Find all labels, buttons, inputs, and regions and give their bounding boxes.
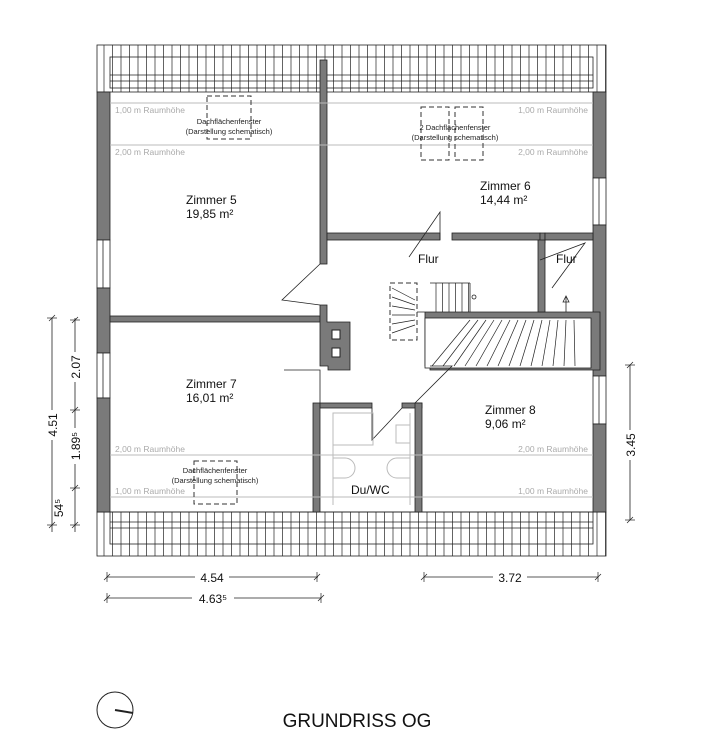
roof-hatching (96, 44, 607, 557)
stair-tread (391, 305, 416, 311)
room-name: Du/WC (351, 483, 390, 497)
room-area: 19,85 m² (186, 207, 233, 221)
dimension-tick (48, 314, 56, 322)
dimension-tick (71, 316, 79, 324)
room-name: Zimmer 5 (186, 193, 237, 207)
room-name: Flur (556, 252, 577, 266)
stair-tread (486, 319, 511, 367)
dimension-tick (626, 516, 634, 524)
room-name: Zimmer 6 (480, 179, 531, 193)
dimension-bottom-left: 4.54 (200, 571, 224, 585)
height-label: 2,00 m Raumhöhe (115, 147, 185, 157)
door-swings (281, 210, 587, 442)
stair-tread (475, 319, 503, 367)
room-area: 16,01 m² (186, 391, 233, 405)
height-label: 2,00 m Raumhöhe (115, 444, 185, 454)
skylight-label: Dachflächenfenster (183, 466, 248, 475)
stair-tread (519, 319, 535, 367)
skylight-label: Dachflächenfenster (197, 117, 262, 126)
height-lines (110, 102, 593, 498)
dimension-tick (313, 573, 321, 581)
height-label: 1,00 m Raumhöhe (518, 105, 588, 115)
dimension-left-total: 4.51 (46, 413, 60, 437)
stair-tread (391, 319, 416, 325)
compass-icon (96, 691, 134, 729)
plan-title: GRUNDRISS OG (283, 711, 432, 732)
room-area: 14,44 m² (480, 193, 527, 207)
staircase (389, 282, 576, 367)
skylight-note: (Darstellung schematisch) (172, 476, 259, 485)
dimension-left-a: 2.07 (69, 355, 83, 379)
dimension-tick (317, 594, 325, 602)
skylight-label: 2 Dachflächenfenster (420, 123, 491, 132)
stair-tread (464, 319, 495, 367)
stair-tread (552, 319, 559, 367)
dimension-left-b: 1.89⁵ (69, 432, 83, 460)
dimension-tick (71, 484, 79, 492)
skylight-note: (Darstellung schematisch) (412, 133, 499, 142)
dimension-tick (48, 521, 56, 529)
dimension-tick (71, 406, 79, 414)
dimension-tick (103, 573, 111, 581)
dimension-tick (594, 573, 602, 581)
skylight (193, 460, 238, 505)
dimension-tick (420, 573, 428, 581)
dimension-bottom-left-2: 4.63⁵ (199, 592, 227, 606)
stair-tread (530, 319, 543, 367)
dimension-tick (626, 361, 634, 369)
stair-tread (541, 319, 551, 367)
room-name: Zimmer 8 (485, 403, 536, 417)
skylight (206, 95, 252, 140)
room-name: Flur (418, 252, 439, 266)
stair-tread (391, 324, 416, 334)
dimension-bottom-right: 3.72 (498, 571, 522, 585)
skylight-note: (Darstellung schematisch) (186, 127, 273, 136)
stair-tread (508, 319, 527, 367)
stair-tread (453, 319, 487, 367)
dimension-tick (103, 594, 111, 602)
height-label: 1,00 m Raumhöhe (518, 486, 588, 496)
stair-tread (573, 319, 576, 367)
bathroom-fixtures (332, 412, 411, 505)
height-label: 1,00 m Raumhöhe (115, 486, 185, 496)
dimension-tick (71, 521, 79, 529)
stair-tread (391, 287, 416, 301)
room-name: Zimmer 7 (186, 377, 237, 391)
height-label: 2,00 m Raumhöhe (518, 147, 588, 157)
height-label: 2,00 m Raumhöhe (518, 444, 588, 454)
height-label: 1,00 m Raumhöhe (115, 105, 185, 115)
stair-tread (497, 319, 519, 367)
room-area: 9,06 m² (485, 417, 526, 431)
stair-tread (563, 319, 567, 367)
stair-tread (391, 296, 416, 306)
dimension-left-c: 54⁵ (52, 499, 66, 517)
stair-tread (431, 319, 471, 367)
stair-tread (442, 319, 479, 367)
dimension-right: 3.45 (624, 433, 638, 457)
